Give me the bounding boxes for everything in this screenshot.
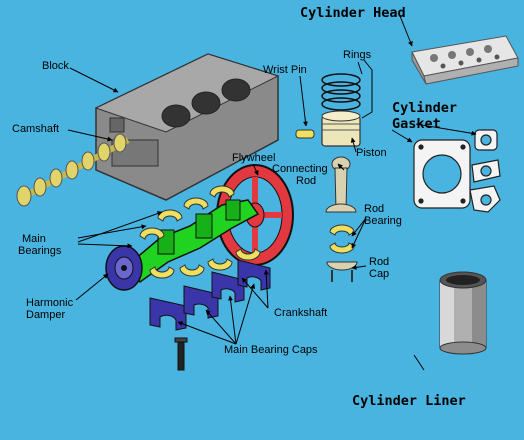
rod-bearing-label-line1: Rod <box>364 203 385 215</box>
cylinder-gasket-label-line2: Gasket <box>392 116 441 132</box>
cylinder-liner-part <box>439 271 487 355</box>
main-bearing-caps-label: Main Bearing Caps <box>224 344 318 356</box>
main-bearings-part <box>139 185 261 279</box>
flywheel-label: Flywheel <box>232 152 276 164</box>
rod-cap-label-line2: Cap <box>369 268 390 280</box>
engine-block-part <box>94 53 280 201</box>
block-label: Block <box>42 60 69 72</box>
rod-cap-label-line1: Rod <box>369 256 390 268</box>
cylinder-head-label: Cylinder Head <box>300 5 406 21</box>
harmonic-damper-label-line1: Harmonic <box>26 297 74 309</box>
rod-bearing-label-line2: Bearing <box>364 215 402 227</box>
connecting-rod-label-line2: Rod <box>296 175 317 187</box>
main-bearings-label-line1: Main <box>22 233 46 245</box>
cylinder-head-part <box>411 35 519 85</box>
cylinder-liner-label: Cylinder Liner <box>352 393 466 409</box>
main-bearings-label-line2: Bearings <box>18 245 62 257</box>
rings-label: Rings <box>343 49 372 61</box>
camshaft-label: Camshaft <box>12 123 60 135</box>
harmonic-damper-label-line2: Damper <box>26 309 66 321</box>
leader-lines <box>67 15 477 371</box>
wrist-pin-label: Wrist Pin <box>263 64 307 76</box>
connecting-rod-label-line1: Connecting <box>272 163 328 175</box>
crankshaft-part <box>126 199 260 284</box>
cylinder-gasket-label-line1: Cylinder <box>392 100 458 116</box>
cylinder-gasket-part <box>413 129 501 213</box>
harmonic-damper-part <box>105 245 143 291</box>
crankshaft-label: Crankshaft <box>274 307 328 319</box>
piston-rings-part <box>295 73 361 147</box>
camshaft-part <box>16 133 130 207</box>
piston-label: Piston <box>356 147 387 159</box>
connecting-rod-part <box>325 156 358 282</box>
